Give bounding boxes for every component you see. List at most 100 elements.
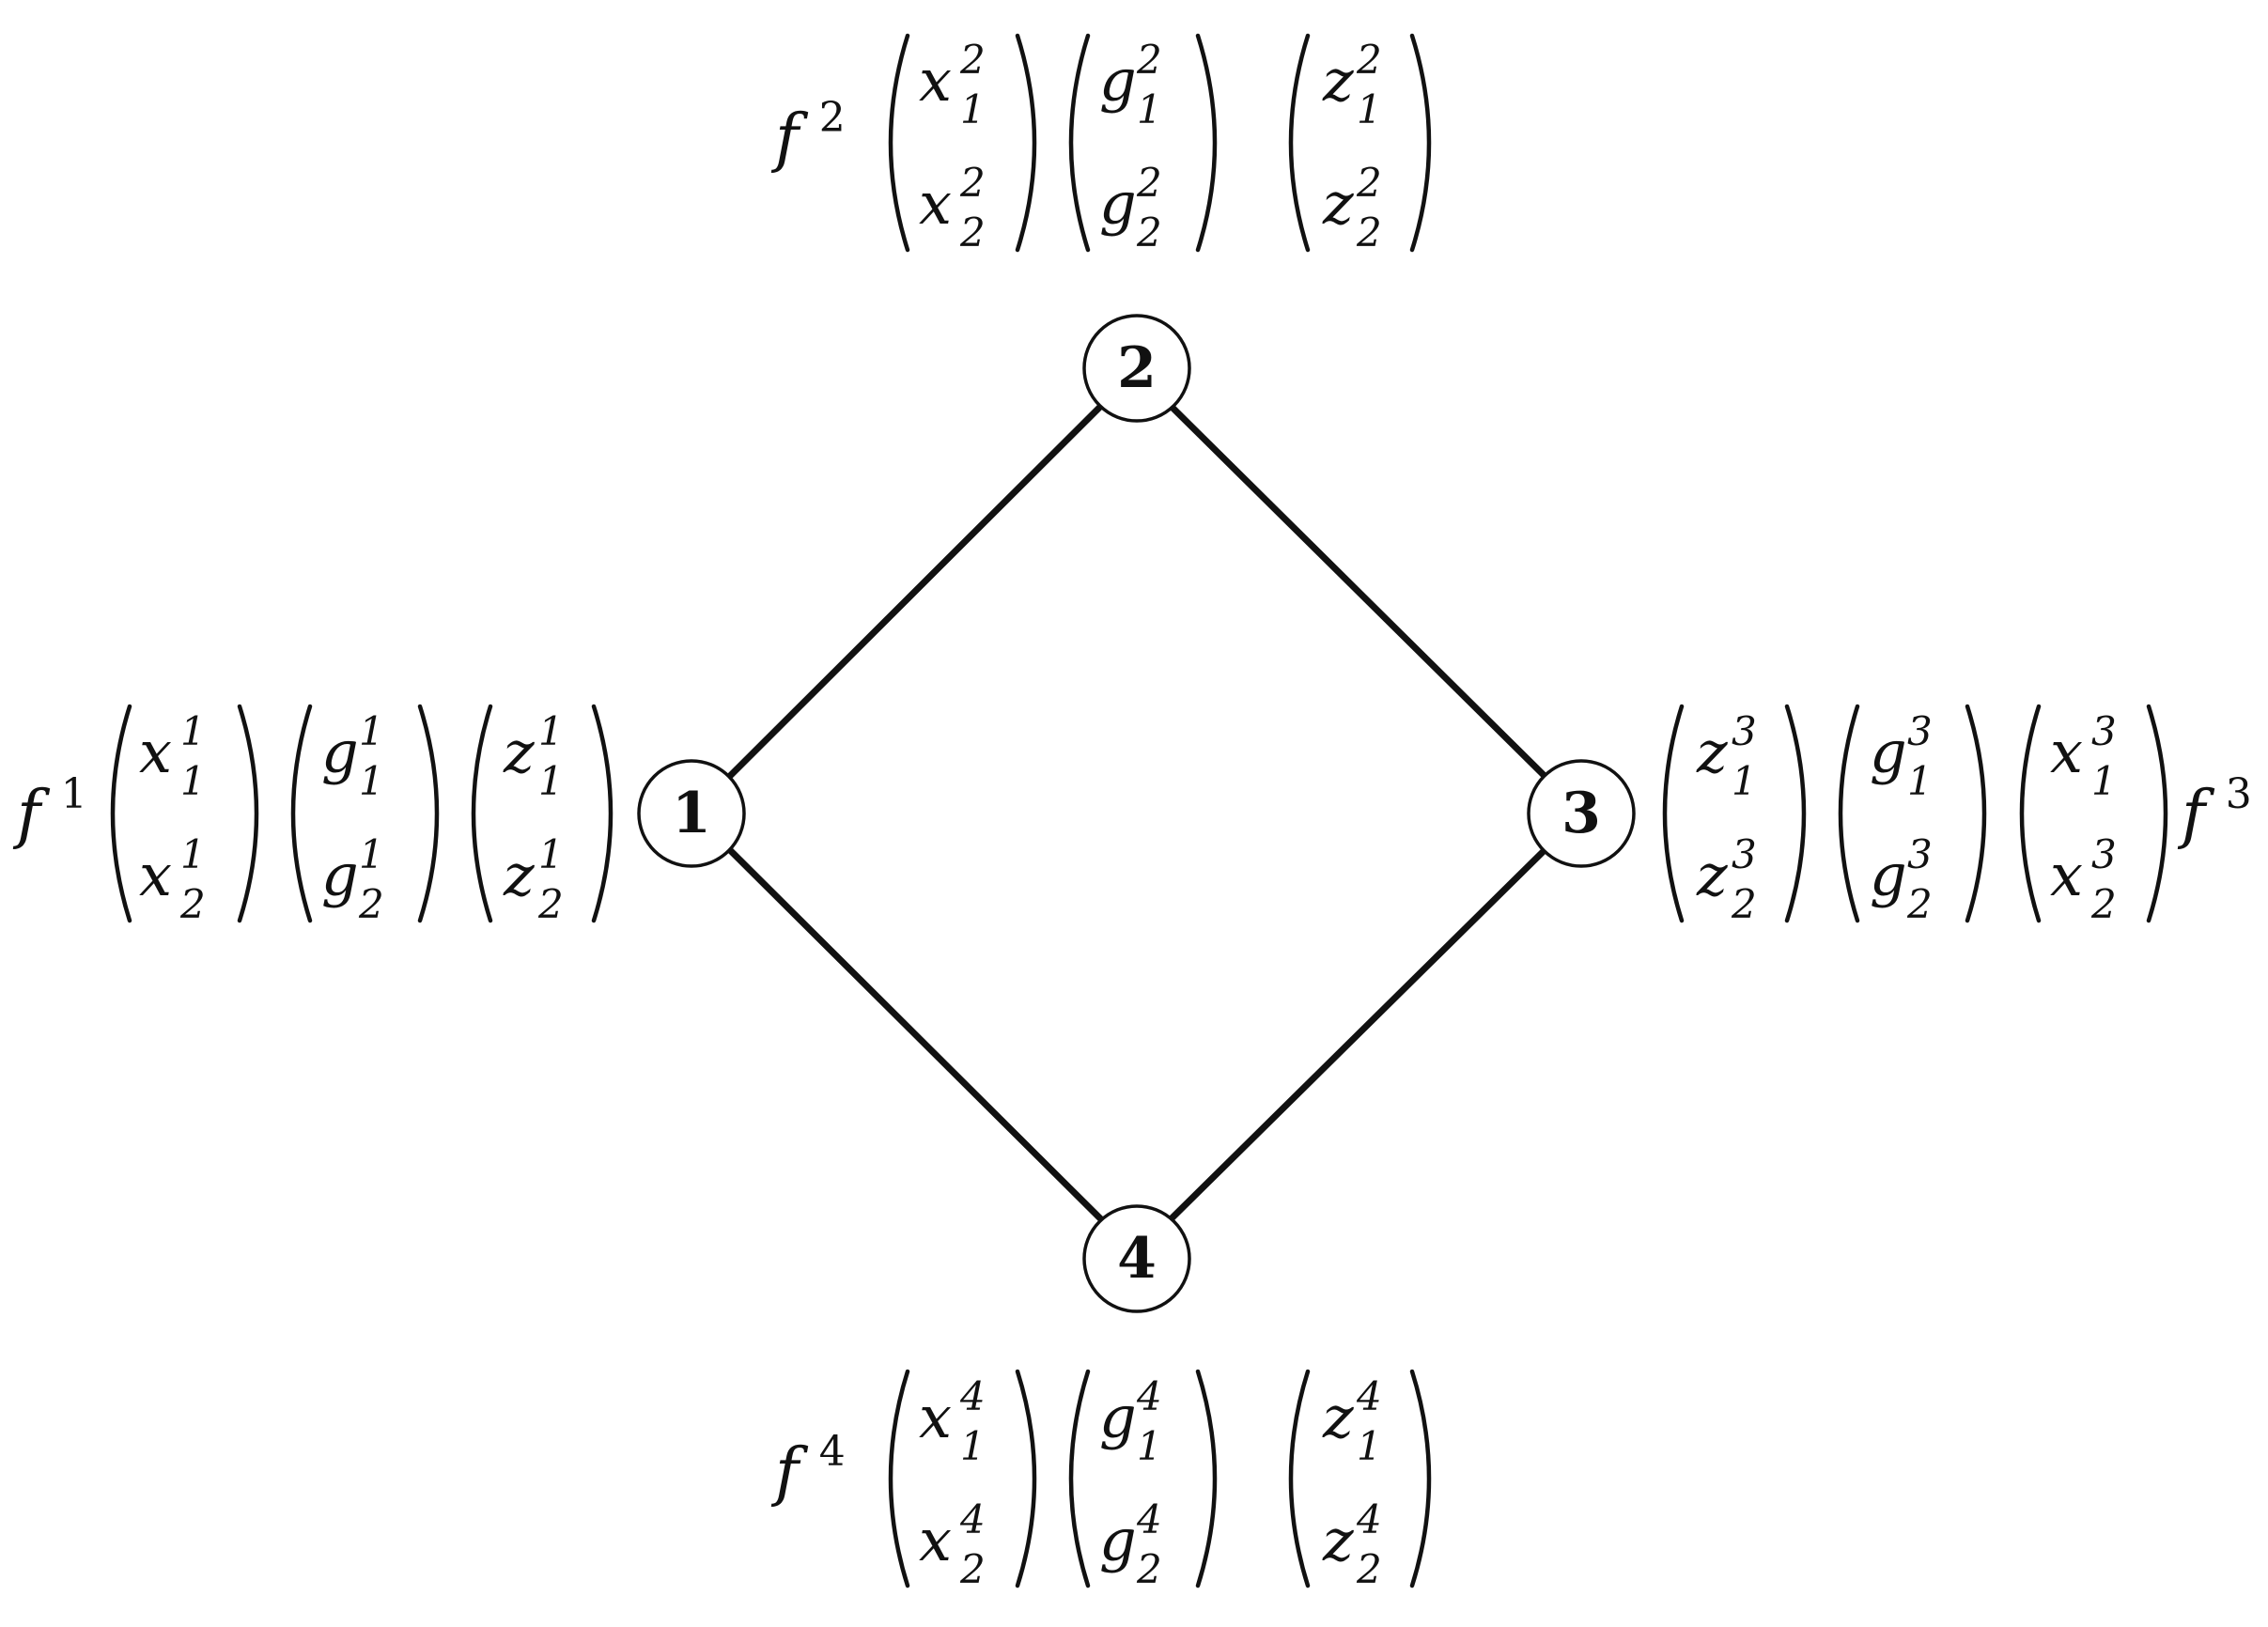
node-1-g1-sup: 1 — [359, 708, 384, 754]
entry-base: g — [1099, 1383, 1137, 1451]
node-2-g2-sub: 2 — [1136, 209, 1162, 256]
node-1-vector-z: z 1 1 z 1 2 — [471, 704, 614, 927]
node-1-g2-sub: 2 — [358, 881, 384, 927]
node-2-z2-sup: 2 — [1356, 160, 1382, 206]
entry-base: g — [1099, 169, 1137, 238]
left-paren — [1838, 704, 1860, 923]
entry-base: g — [321, 718, 359, 786]
entry-base: z — [503, 841, 535, 909]
node-2-vector-g: g 2 1 g 2 2 — [1068, 33, 1218, 256]
edges — [727, 403, 1547, 1222]
node-3-x2-sup: 3 — [2091, 831, 2117, 877]
node-4-z1-sup: 4 — [1356, 1373, 1382, 1419]
entry-base: x — [919, 46, 952, 115]
node-1-z2-sub: 2 — [537, 881, 564, 927]
node-4-circle — [1082, 1204, 1191, 1313]
node-4-g1-sub: 1 — [1137, 1423, 1162, 1469]
left-paren — [888, 1369, 910, 1588]
node-4-x2-sub: 2 — [959, 1546, 986, 1592]
node-1-function: f 1 — [12, 770, 87, 852]
node-2-z2: z — [1322, 169, 1354, 238]
node-1-function-base: f — [12, 778, 51, 852]
node-2-z1-sup: 2 — [1356, 37, 1382, 83]
node-3-g1-sup: 3 — [1907, 708, 1933, 754]
right-paren — [1015, 33, 1037, 253]
node-2: 2 — [1082, 314, 1191, 423]
node-2-x1-sup: 2 — [959, 37, 986, 83]
node-4-label: 4 — [1117, 1226, 1157, 1292]
node-3-vector-x: x 3 1 x 3 2 — [2019, 704, 2168, 927]
node-2-x2-sup: 2 — [959, 160, 986, 206]
node-4-x1-sup: 4 — [959, 1373, 986, 1419]
left-paren — [290, 704, 313, 923]
left-paren — [2019, 704, 2042, 923]
node-1-x1: x — [139, 718, 172, 786]
node-3-x2: x — [2050, 841, 2083, 909]
node-4-g2: g — [1099, 1506, 1137, 1574]
node-1-g1: g — [321, 718, 359, 786]
edge-2-3 — [1168, 403, 1547, 779]
node-3-function-sup: 3 — [2226, 770, 2252, 818]
entry-base: g — [1870, 841, 1907, 909]
node-4-g2-sub: 2 — [1136, 1546, 1162, 1592]
node-4-function: f 4 — [770, 1428, 846, 1510]
node-2-function: f 2 — [770, 94, 846, 176]
node-1-x1-sub: 1 — [180, 758, 206, 804]
entry-base: g — [1099, 1506, 1137, 1574]
node-2-x1: x — [919, 46, 952, 115]
node-2-label: 2 — [1117, 335, 1157, 401]
node-2-vector-x: x 2 1 x 2 2 — [888, 33, 1037, 256]
node-4-function-base: f — [770, 1435, 809, 1510]
node-1-z2: z — [503, 841, 535, 909]
node-1-z1: z — [503, 718, 535, 786]
node-4-g1-sup: 4 — [1136, 1373, 1162, 1419]
node-2-z2-sub: 2 — [1356, 209, 1382, 256]
left-paren — [110, 704, 132, 923]
node-2-function-sup: 2 — [819, 94, 846, 142]
node-2-x2-sub: 2 — [959, 209, 986, 256]
node-1-x1-sup: 1 — [180, 708, 206, 754]
node-2-z1: z — [1322, 46, 1354, 115]
left-paren — [1288, 1369, 1311, 1588]
node-3: 3 — [1527, 759, 1636, 868]
right-paren — [1195, 33, 1218, 253]
entry-base: x — [139, 718, 172, 786]
node-3-circle — [1527, 759, 1636, 868]
entry-base: x — [919, 1506, 952, 1574]
node-3-g2-sub: 2 — [1906, 881, 1933, 927]
node-3-z2-sup: 3 — [1732, 831, 1757, 877]
node-4-vector-z: z 4 1 z 4 2 — [1288, 1369, 1432, 1592]
node-4-annotation: f 4 x 4 1 x 4 2 g 4 1 g — [770, 1369, 1432, 1592]
node-2-vector-z: z 2 1 z 2 2 — [1288, 33, 1432, 256]
node-1-label: 1 — [672, 781, 711, 846]
left-paren — [1068, 33, 1091, 253]
node-1: 1 — [637, 759, 746, 868]
edge-1-2 — [727, 403, 1104, 779]
node-3-z2-sub: 2 — [1731, 881, 1757, 927]
node-3-x1-sup: 3 — [2091, 708, 2117, 754]
node-4-function-sup: 4 — [819, 1428, 846, 1476]
entry-base: x — [139, 841, 172, 909]
entry-base: z — [503, 718, 535, 786]
node-3-annotation: z 3 1 z 3 2 g 3 1 g 3 2 — [1662, 704, 2252, 927]
node-3-z2: z — [1696, 841, 1728, 909]
entry-base: z — [1696, 841, 1728, 909]
entry-base: z — [1696, 718, 1728, 786]
node-2-x1-sub: 1 — [960, 86, 986, 132]
edge-4-1 — [727, 847, 1104, 1222]
node-3-x2-sub: 2 — [2090, 881, 2117, 927]
node-1-z1-sup: 1 — [538, 708, 564, 754]
left-paren — [1068, 1369, 1091, 1588]
node-2-g1: g — [1099, 46, 1137, 115]
node-4-z1-sub: 1 — [1357, 1423, 1382, 1469]
node-3-x1-sub: 1 — [2091, 758, 2117, 804]
entry-base: g — [321, 841, 359, 909]
node-2-g1-sub: 1 — [1137, 86, 1162, 132]
right-paren — [2146, 704, 2168, 923]
entry-base: z — [1322, 46, 1354, 115]
node-4-g1: g — [1099, 1383, 1137, 1451]
entry-base: x — [2050, 718, 2083, 786]
left-paren — [1662, 704, 1685, 923]
node-1-annotation: f 1 x 1 1 x 1 2 g 1 1 g — [12, 704, 614, 927]
